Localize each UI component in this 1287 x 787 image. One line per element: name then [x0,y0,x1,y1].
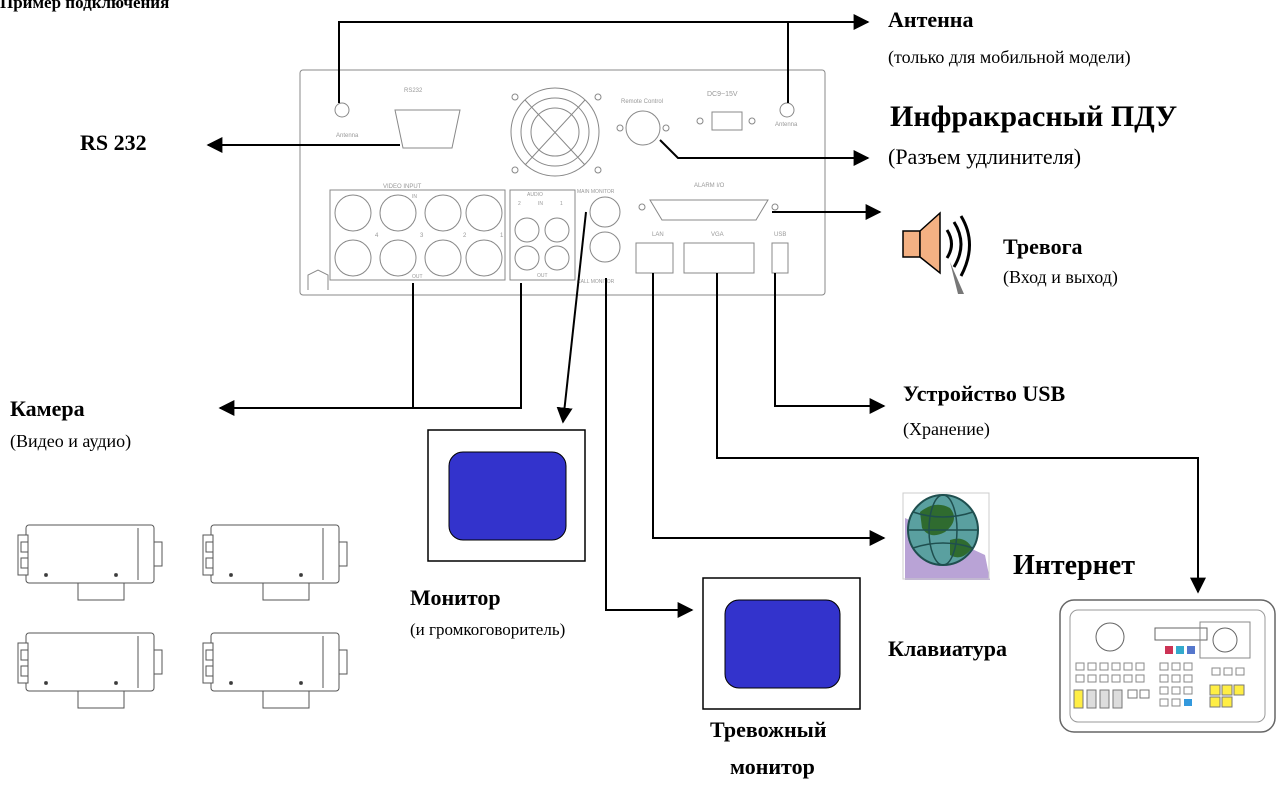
ir-line [659,139,870,166]
antenna-left-connector [334,102,350,118]
usb-port [771,242,789,274]
rs232-port [394,109,461,149]
alarm-title: Тревога [1003,234,1083,259]
alarm-monitor-title-line1: Тревожный [710,717,827,742]
monitor-line [556,211,587,424]
alarm-note: (Вход и выход) [1003,267,1118,287]
svg-text:1: 1 [560,201,563,207]
call-monitor-port [589,231,621,263]
svg-text:USB: USB [774,232,786,238]
svg-text:OUT: OUT [412,274,423,280]
svg-text:Remote Control: Remote Control [621,99,663,105]
svg-text:2: 2 [518,201,521,207]
speaker-icon [902,211,971,294]
alarm-monitor-line [605,278,694,618]
usb-title: Устройство USB [903,381,1066,406]
fan-grille [510,87,602,177]
keyboard-controller-icon [1059,599,1276,733]
svg-text:Antenna: Antenna [336,133,359,139]
camera-icon [17,632,163,709]
camera-icon [202,632,348,709]
svg-text:LAN: LAN [652,232,664,238]
remote-control-port [625,110,661,146]
alarm-monitor-title-line2: монитор [730,754,815,779]
camera-note: (Видео и аудио) [10,431,132,451]
svg-text:IN: IN [538,201,543,207]
camera-title: Камера [10,396,85,421]
svg-text:ALARM I/O: ALARM I/O [694,183,725,189]
ground-symbol [307,269,329,290]
antenna-note: (только для мобильной модели) [888,47,1131,67]
keyboard-title: Клавиатура [888,636,1008,661]
connection-lines [206,14,1206,618]
svg-text:IN: IN [412,194,417,200]
camera-icon [202,524,348,601]
cameras-group [17,524,348,709]
antenna-title: Антенна [888,7,974,32]
monitor-title: Монитор [410,585,501,610]
antenna-line [338,14,870,103]
svg-text:AUDIO: AUDIO [527,192,543,198]
svg-text:VGA: VGA [711,232,724,238]
svg-text:2: 2 [463,233,467,239]
ir-remote-note: (Разъем удлинителя) [888,144,1082,169]
globe-icon [902,492,990,580]
audio-block [509,189,576,281]
alarm-io-port [649,199,769,221]
keyboard-line [716,273,1206,594]
dc-power-port [711,111,743,131]
vga-port [683,242,755,274]
antenna-right-connector [779,102,795,118]
svg-text:VIDEO INPUT: VIDEO INPUT [383,184,422,190]
svg-text:OUT: OUT [537,273,548,279]
svg-text:Antenna: Antenna [775,122,798,128]
svg-text:RS232: RS232 [404,88,423,94]
dvr-rear-panel: Antenna Antenna RS232 Remote Control DC9… [299,69,826,296]
alarm-monitor [702,577,861,710]
camera-icon [17,524,163,601]
main-monitor [427,429,586,562]
usb-line [774,273,886,414]
svg-text:MAIN MONITOR: MAIN MONITOR [577,189,615,195]
svg-text:1: 1 [500,233,504,239]
ir-remote-title: Инфракрасный ПДУ [890,100,1178,133]
monitor-note: (и громкоговоритель) [410,620,566,639]
camera-line [218,283,414,416]
svg-text:4: 4 [375,233,379,239]
svg-text:3: 3 [420,233,424,239]
internet-line [652,273,886,546]
svg-text:DC9~15V: DC9~15V [707,91,738,98]
main-monitor-port [589,196,621,228]
rs232-label: RS 232 [80,130,147,155]
header-text: Пример подключения [0,0,170,12]
video-input-block [329,189,506,281]
usb-note: (Хранение) [903,419,990,439]
lan-port [635,242,674,274]
internet-title: Интернет [1013,550,1135,581]
svg-text:CALL MONITOR: CALL MONITOR [577,279,615,285]
